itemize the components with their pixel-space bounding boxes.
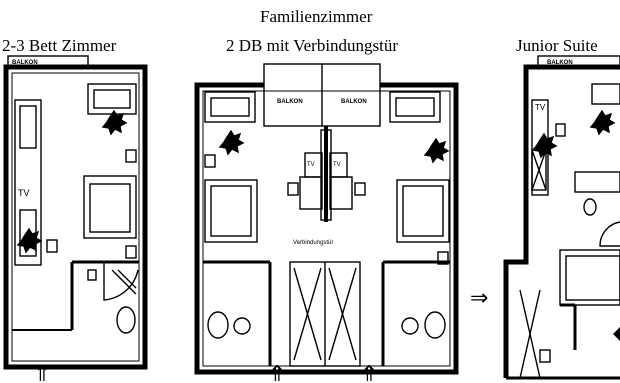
washbasin bbox=[539, 349, 551, 363]
plant-icon bbox=[531, 132, 558, 159]
entrance-arrow-icon: ⇑ bbox=[360, 361, 378, 383]
plan-family-room bbox=[194, 63, 459, 375]
washbasin bbox=[233, 317, 251, 335]
plan-junior-suite bbox=[503, 55, 620, 380]
sofa-seat bbox=[93, 89, 131, 109]
wardrobe-hatch bbox=[531, 149, 547, 191]
bed bbox=[204, 179, 258, 243]
connecting-door bbox=[320, 129, 332, 221]
room-inner-walls bbox=[11, 72, 140, 362]
shower-door-swing bbox=[103, 262, 139, 301]
balcony-label: BALKON bbox=[341, 99, 367, 105]
bed bbox=[559, 249, 620, 306]
nightstand bbox=[437, 251, 449, 265]
desk bbox=[329, 176, 353, 210]
room-walls bbox=[503, 64, 620, 378]
toilet bbox=[207, 311, 229, 339]
toilet bbox=[583, 198, 597, 216]
toilet bbox=[116, 306, 136, 334]
chair bbox=[354, 182, 366, 196]
wardrobe bbox=[14, 99, 42, 266]
plant-icon bbox=[589, 109, 616, 136]
pointer-arrow-icon: ⇒ bbox=[470, 285, 488, 310]
room-walls bbox=[194, 82, 459, 375]
desk bbox=[299, 176, 323, 210]
chair bbox=[287, 182, 299, 196]
tv-label: TV bbox=[333, 162, 341, 168]
entrance-arrow-icon: ⇑ bbox=[33, 361, 51, 383]
sofa-seat bbox=[210, 97, 250, 117]
washbasin bbox=[401, 317, 419, 335]
shower-hatch bbox=[111, 269, 137, 295]
entrance-arrow-icon: ⇑ bbox=[268, 361, 286, 383]
plan-title-double-room: 2-3 Bett Zimmer bbox=[2, 36, 117, 55]
bed-mattress bbox=[565, 255, 620, 301]
sofa bbox=[87, 83, 137, 115]
balcony-label: BALKON bbox=[12, 60, 38, 66]
toilet bbox=[424, 311, 446, 339]
table bbox=[46, 239, 58, 253]
nightstand bbox=[125, 245, 137, 259]
door-hatch bbox=[328, 267, 357, 361]
plant-icon bbox=[101, 109, 128, 136]
bed-mattress bbox=[210, 185, 252, 237]
balcony-label: BALKON bbox=[277, 99, 303, 105]
washbasin bbox=[87, 269, 97, 281]
sofa bbox=[591, 83, 620, 105]
plan-title-junior-suite: Junior Suite bbox=[516, 36, 598, 55]
bed bbox=[83, 175, 137, 239]
sofa-seat bbox=[395, 97, 435, 117]
plant-icon bbox=[423, 137, 450, 164]
tv-label: TV bbox=[535, 103, 546, 112]
shower-hatch bbox=[117, 269, 137, 289]
tv-label: TV bbox=[18, 188, 30, 198]
tv-label: TV bbox=[307, 162, 315, 168]
bed-mattress bbox=[89, 183, 131, 233]
plan-double-room bbox=[3, 55, 148, 370]
bed-mattress bbox=[402, 185, 444, 237]
nightstand bbox=[125, 149, 137, 163]
balcony-label: BALKON bbox=[547, 60, 573, 66]
sofa bbox=[204, 91, 256, 123]
door-hatch bbox=[293, 267, 322, 361]
plan-title-family-room-line1: Familienzimmer bbox=[260, 7, 373, 26]
table bbox=[555, 123, 566, 137]
plant-icon bbox=[218, 129, 245, 156]
plan-title-family-room-line2: 2 DB mit Verbindungstür bbox=[226, 36, 399, 55]
plant-icon bbox=[613, 327, 620, 341]
entrance-hatch bbox=[519, 289, 541, 379]
wardrobe-section bbox=[19, 105, 37, 149]
door-swing bbox=[599, 221, 620, 247]
sofa bbox=[574, 171, 620, 193]
nightstand bbox=[204, 154, 216, 168]
sofa bbox=[389, 91, 441, 123]
room-walls bbox=[3, 64, 148, 370]
connecting-door-label: Verbindungstür bbox=[293, 240, 333, 246]
bed bbox=[396, 179, 450, 243]
plant-icon bbox=[16, 227, 43, 254]
